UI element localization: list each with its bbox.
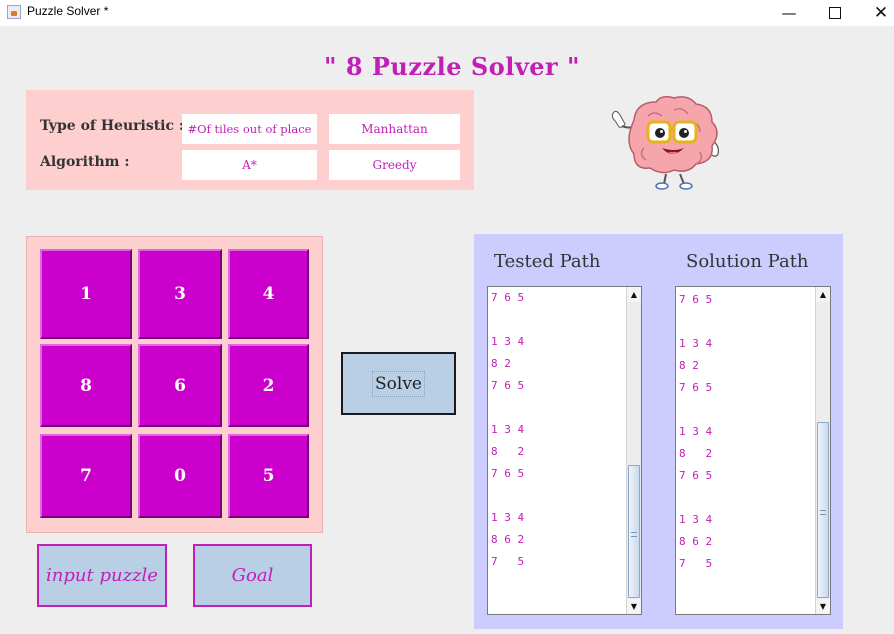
- scroll-up-icon[interactable]: ▲: [816, 287, 830, 302]
- tested-path-text: 7 6 5 1 3 4 8 2 7 6 5 1 3 4 8 2 7 6 5 1 …: [491, 291, 525, 568]
- title-bar: Puzzle Solver * — ✕: [0, 0, 894, 26]
- heuristic-label: Type of Heuristic :: [40, 118, 185, 134]
- puzzle-tile[interactable]: 5: [228, 434, 309, 518]
- tested-path-list[interactable]: 7 6 5 1 3 4 8 2 7 6 5 1 3 4 8 2 7 6 5 1 …: [487, 286, 642, 615]
- page-title: " 8 Puzzle Solver ": [323, 52, 581, 81]
- solve-label: Solve: [372, 370, 425, 397]
- scroll-thumb[interactable]: [628, 465, 640, 598]
- brain-mascot-icon: [611, 95, 719, 190]
- solution-path-text: 7 6 5 1 3 4 8 2 7 6 5 1 3 4 8 2 7 6 5 1 …: [679, 293, 713, 570]
- puzzle-board: 1 3 4 8 6 2 7 0 5: [26, 236, 323, 533]
- algorithm-astar-button[interactable]: A*: [182, 150, 317, 180]
- scroll-down-icon[interactable]: ▼: [627, 599, 641, 614]
- puzzle-tile[interactable]: 2: [228, 344, 309, 427]
- minimize-button[interactable]: —: [766, 0, 812, 26]
- close-icon: ✕: [873, 3, 889, 23]
- window-title: Puzzle Solver *: [27, 4, 109, 18]
- maximize-icon: [829, 7, 841, 19]
- settings-panel: Type of Heuristic : Algorithm : #Of tile…: [26, 90, 474, 190]
- solve-button[interactable]: Solve: [341, 352, 456, 415]
- heuristic-manhattan-button[interactable]: Manhattan: [329, 114, 460, 144]
- heuristic-misplaced-button[interactable]: #Of tiles out of place: [182, 114, 317, 144]
- puzzle-tile[interactable]: 7: [40, 434, 132, 518]
- puzzle-tile[interactable]: 3: [138, 249, 222, 339]
- maximize-button[interactable]: [812, 0, 858, 26]
- input-puzzle-button[interactable]: input puzzle: [37, 544, 167, 607]
- minimize-icon: —: [781, 4, 797, 22]
- puzzle-tile[interactable]: 0: [138, 434, 222, 518]
- solution-path-heading: Solution Path: [686, 251, 809, 272]
- goal-button[interactable]: Goal: [193, 544, 312, 607]
- java-app-icon: [7, 5, 21, 19]
- scroll-thumb[interactable]: [817, 422, 829, 598]
- tested-path-scrollbar[interactable]: ▲ ▼: [626, 287, 641, 614]
- solution-path-list[interactable]: 7 6 5 1 3 4 8 2 7 6 5 1 3 4 8 2 7 6 5 1 …: [675, 286, 831, 615]
- close-button[interactable]: ✕: [858, 0, 894, 26]
- scroll-down-icon[interactable]: ▼: [816, 599, 830, 614]
- solution-path-scrollbar[interactable]: ▲ ▼: [815, 287, 830, 614]
- puzzle-tile[interactable]: 6: [138, 344, 222, 427]
- algorithm-label: Algorithm :: [40, 154, 130, 170]
- puzzle-tile[interactable]: 1: [40, 249, 132, 339]
- puzzle-tile[interactable]: 4: [228, 249, 309, 339]
- puzzle-tile[interactable]: 8: [40, 344, 132, 427]
- algorithm-greedy-button[interactable]: Greedy: [329, 150, 460, 180]
- tested-path-heading: Tested Path: [494, 251, 601, 272]
- scroll-up-icon[interactable]: ▲: [627, 287, 641, 302]
